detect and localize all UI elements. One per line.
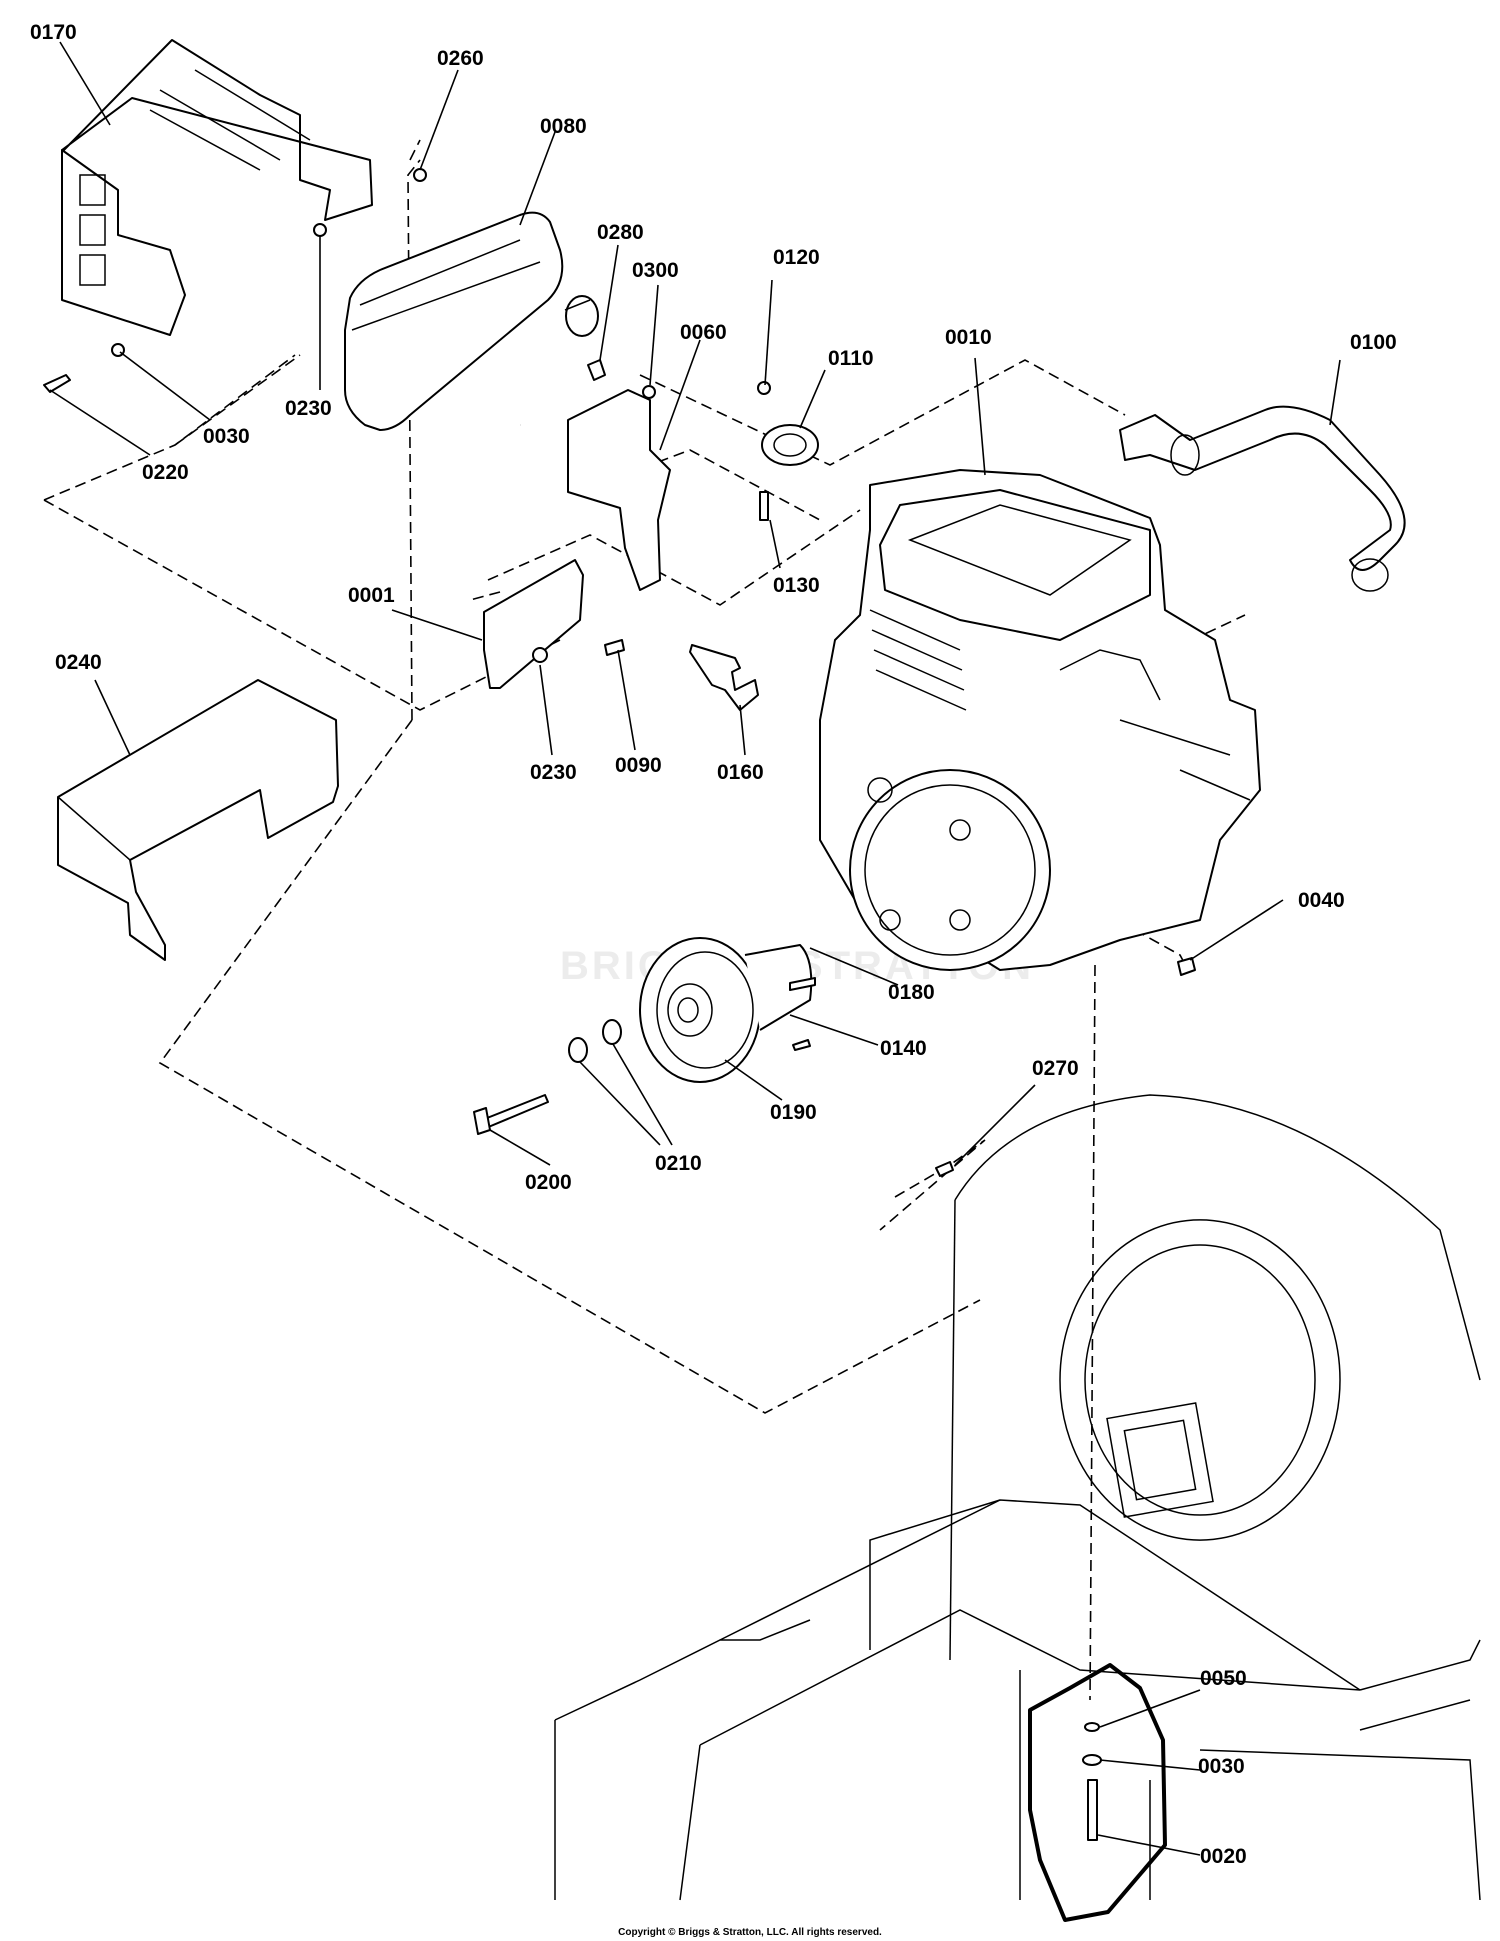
callout-0240: 0240	[55, 651, 102, 674]
part-0010-engine	[819, 469, 1261, 971]
callout-0080: 0080	[540, 115, 587, 138]
chassis-frame	[554, 1499, 1481, 1901]
part-0210-washers	[568, 1019, 622, 1063]
part-0080-muffler	[344, 211, 599, 431]
callout-0230-lower: 0230	[530, 761, 577, 784]
callout-0030-lower: 0030	[1198, 1755, 1245, 1778]
callout-0160: 0160	[717, 761, 764, 784]
highlight-outline	[1028, 1663, 1167, 1922]
callout-0030-upper: 0030	[203, 425, 250, 448]
part-0100-exhaust-pipe	[1119, 405, 1406, 592]
part-0170-frame-bracket	[61, 39, 373, 336]
callout-0130: 0130	[773, 574, 820, 597]
callout-0050: 0050	[1200, 1667, 1247, 1690]
callout-0040: 0040	[1298, 889, 1345, 912]
callout-0020: 0020	[1200, 1845, 1247, 1868]
callout-0060: 0060	[680, 321, 727, 344]
part-0110-clamp	[761, 424, 819, 466]
callout-0200: 0200	[525, 1171, 572, 1194]
callout-0090: 0090	[615, 754, 662, 777]
part-0060-mount-bracket	[567, 389, 671, 591]
callout-0110: 0110	[828, 347, 874, 370]
callout-0010: 0010	[945, 326, 992, 349]
callout-0120: 0120	[773, 246, 820, 269]
callout-0280: 0280	[597, 221, 644, 244]
callout-0180: 0180	[888, 981, 935, 1004]
blower-housing	[949, 1094, 1481, 1661]
callout-0230-upper: 0230	[285, 397, 332, 420]
part-0200-bolt	[473, 1094, 549, 1135]
part-0160-fitting	[689, 644, 759, 711]
callout-0100: 0100	[1350, 331, 1397, 354]
callout-0170: 0170	[30, 21, 77, 44]
copyright-notice: Copyright © Briggs & Stratton, LLC. All …	[618, 1927, 882, 1938]
callout-0140: 0140	[880, 1037, 927, 1060]
callout-0260: 0260	[437, 47, 484, 70]
callout-0300: 0300	[632, 259, 679, 282]
part-0190-pulley	[639, 937, 813, 1083]
part-0001-mount-plate	[483, 559, 584, 689]
callout-0270: 0270	[1032, 1057, 1079, 1080]
callout-0210: 0210	[655, 1152, 702, 1175]
callout-0190: 0190	[770, 1101, 817, 1124]
part-0240-heat-shield	[57, 679, 339, 961]
callout-0220: 0220	[142, 461, 189, 484]
callout-0001: 0001	[348, 584, 395, 607]
callout-leader-lines	[49, 41, 1341, 1856]
